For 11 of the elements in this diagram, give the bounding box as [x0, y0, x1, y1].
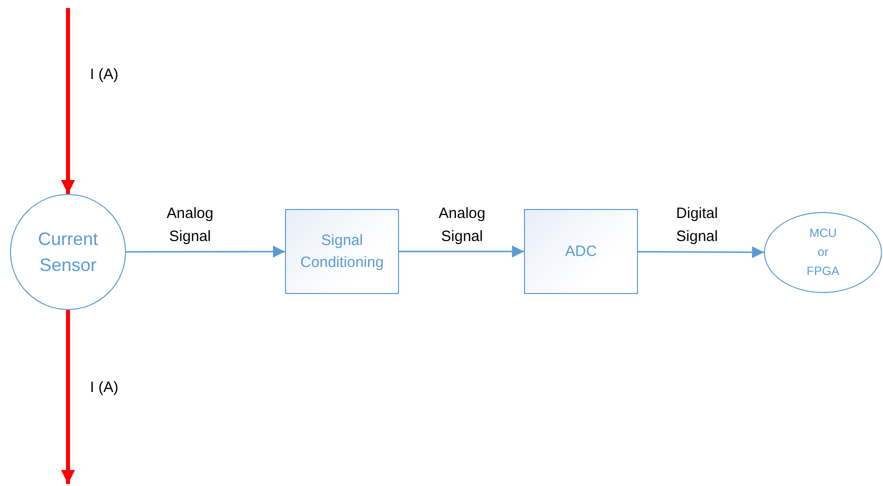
arrow — [61, 8, 75, 194]
node-label: MCU or FPGA — [806, 224, 840, 280]
arrow — [638, 246, 764, 258]
arrow — [399, 246, 524, 258]
node-label: Current Sensor — [36, 228, 100, 277]
arrow — [61, 310, 75, 484]
node-label: ADC — [565, 242, 597, 262]
process-box — [524, 209, 638, 294]
arrow — [126, 246, 285, 258]
node-label: Signal Conditioning — [299, 230, 385, 272]
process-box — [285, 209, 399, 294]
